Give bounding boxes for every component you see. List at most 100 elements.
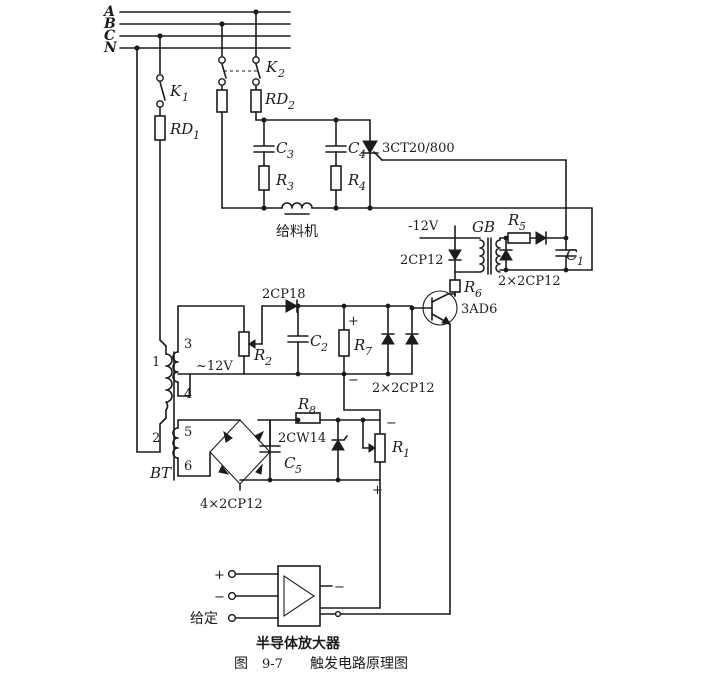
bt-pin-5: 5 [184, 425, 192, 440]
resistor-r6 [449, 279, 461, 293]
resistor-r7 [338, 329, 350, 357]
rd2-label: RD [264, 90, 288, 108]
c5-label: C [284, 454, 296, 472]
transistor-3ad6: 3AD6 [411, 290, 497, 615]
power-bus: A B C N [102, 4, 291, 56]
bus-label-b: B [103, 16, 116, 32]
transformer-bt: 1 2 3 4 5 6 ~12V BT [149, 337, 241, 482]
caption-title: 触发电路原理图 [310, 656, 408, 672]
k2-rd2-branch: K 2 RD 2 [216, 9, 295, 209]
plus-b-label: + [372, 483, 383, 498]
scr-thyristor [362, 140, 378, 154]
r6-label: R [463, 278, 475, 296]
k1-label: K [169, 82, 182, 100]
resistor-r4 [330, 165, 342, 191]
gb-primary [479, 239, 485, 273]
r1-label-sub: 1 [403, 447, 410, 460]
diode-shunt [499, 249, 513, 261]
zener-2cw14 [331, 439, 345, 451]
input-plus-terminal[interactable] [227, 569, 237, 579]
potentiometer-r2 [238, 331, 250, 357]
r3-label-sub: 3 [287, 180, 294, 193]
r7-label-sub: 7 [365, 345, 372, 358]
input-given-label: 给定 [190, 611, 218, 627]
feeder-label: 给料机 [276, 224, 318, 240]
diode-series [535, 231, 547, 245]
input-minus-terminal[interactable] [227, 591, 237, 601]
rd1-label: RD [169, 120, 193, 138]
r2-label-sub: 2 [264, 355, 272, 368]
bridge-label: 4×2CP12 [200, 497, 263, 512]
r2-label: R [253, 346, 265, 364]
pulse-transformer-area: -12V 2CP12 GB R 5 C 1 [400, 211, 593, 300]
c3-label: C [276, 139, 288, 157]
fuse-rd2 [250, 89, 262, 113]
diode-2cp18-label: 2CP18 [262, 287, 306, 302]
caption-number: 9-7 [262, 657, 283, 672]
bt-primary [165, 353, 173, 411]
gb-secondary [495, 239, 501, 273]
potentiometer-r1 [374, 433, 386, 463]
c1-label: C [566, 246, 578, 264]
input-minus-label: − [214, 590, 225, 605]
diode-2cp18 [285, 299, 299, 313]
bt-secondary-b [172, 427, 179, 459]
amplifier-label: 半导体放大器 [256, 635, 341, 652]
rd2-label-sub: 2 [287, 99, 295, 112]
diode-clamp-1 [381, 333, 395, 345]
r4-label: R [347, 171, 359, 189]
zener-label: 2CW14 [278, 431, 326, 446]
r5-label: R [507, 211, 519, 229]
k2-label-sub: 2 [277, 67, 285, 80]
c3-label-sub: 3 [287, 148, 294, 161]
diode-2cp12-a [448, 249, 462, 261]
bt-label: BT [149, 464, 172, 482]
caption-prefix: 图 [234, 656, 248, 672]
ac12v-label: ~12V [196, 359, 233, 374]
bt-pin-2: 2 [152, 431, 160, 446]
minus-b-label: − [386, 416, 397, 431]
amp-minus-label: − [334, 580, 345, 595]
r1-label: R [391, 438, 403, 456]
gb-label: GB [472, 218, 495, 236]
c4-label: C [348, 139, 360, 157]
r3-label: R [275, 171, 287, 189]
c2-label: C [310, 332, 322, 350]
control-supply: 4×2CP12 C 5 R 8 2CW14 R 1 − + [189, 395, 410, 609]
resistor-r8 [295, 412, 321, 424]
bus-label-n: N [103, 40, 118, 56]
r8-label-sub: 8 [309, 404, 316, 417]
amplifier-box [277, 565, 321, 627]
bus-label-c: C [104, 28, 115, 44]
fuse-left [216, 89, 228, 113]
fuse-rd1 [154, 115, 166, 141]
rd1-label-sub: 1 [193, 129, 200, 142]
r8-label: R [297, 395, 309, 413]
diode-clamp-2 [405, 333, 419, 345]
r7-label: R [353, 336, 365, 354]
bt-pin-3: 3 [184, 337, 192, 352]
bus-label-a: A [102, 4, 115, 20]
k1-label-sub: 1 [182, 91, 189, 104]
diode-2cp12-a-label: 2CP12 [400, 253, 444, 268]
input-given-terminal[interactable] [227, 613, 237, 623]
figure-caption: 图 9-7 触发电路原理图 [234, 656, 408, 672]
transistor-label: 3AD6 [461, 302, 497, 317]
k1-rd1-branch: K 1 RD 1 [134, 33, 200, 453]
bt-pin-1: 1 [152, 355, 160, 370]
bt-secondary-a [172, 351, 179, 383]
scr-main-loop: C 3 R 3 C 4 R 4 3CT20/800 给料机 [221, 117, 593, 271]
bt-pin-4: 4 [184, 387, 192, 402]
r5-label-sub: 5 [519, 220, 526, 233]
resistor-r3 [258, 165, 270, 191]
scr-label: 3CT20/800 [382, 141, 455, 156]
k2-label: K [265, 58, 278, 76]
c4-label-sub: 4 [358, 148, 366, 161]
input-plus-label: + [214, 568, 225, 583]
c1-label-sub: 1 [577, 255, 584, 268]
c2-label-sub: 2 [320, 341, 328, 354]
diode-2x2cp12-a-label: 2×2CP12 [498, 274, 561, 289]
feeder-coil [281, 202, 313, 209]
